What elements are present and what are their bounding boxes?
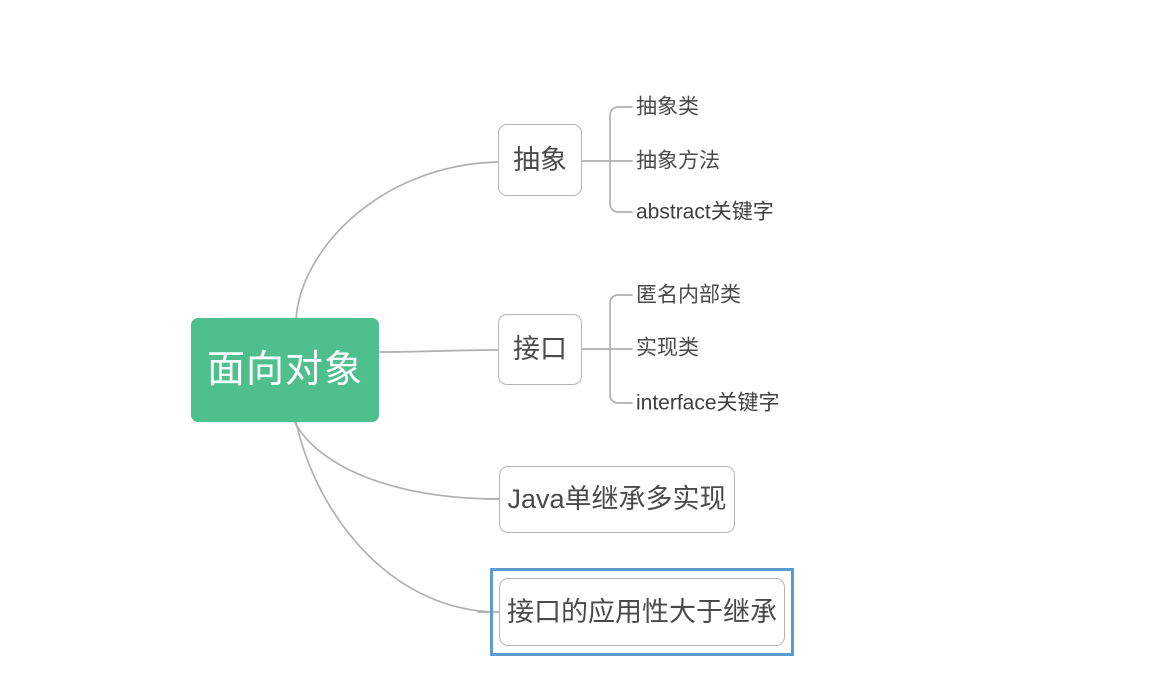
branch-node-abstract-label: 抽象 (513, 144, 567, 175)
connector-root-to-abstract (295, 161, 499, 321)
connector-root-to-selected (295, 421, 500, 613)
branch-node-abstract[interactable]: 抽象 (498, 124, 582, 196)
branch-node-java-inheritance-label: Java单继承多实现 (507, 484, 727, 514)
branch-node-interface-label: 接口 (513, 334, 567, 364)
leaf-label-implementation-class[interactable]: 实现类 (636, 336, 699, 360)
root-node[interactable]: 面向对象 (191, 318, 379, 422)
connector-root-to-java (293, 420, 500, 500)
leaf-label-abstract-method[interactable]: 抽象方法 (636, 149, 720, 173)
connector-root-to-interface (378, 349, 499, 353)
leaf-label-interface-keyword[interactable]: interface关键字 (636, 391, 780, 415)
branch-node-interface-over-inheritance[interactable]: 接口的应用性大于继承 (499, 578, 785, 646)
leaf-label-abstract-class[interactable]: 抽象类 (636, 95, 699, 119)
connector-abstract-bracket (609, 106, 633, 213)
connector-interface-bracket (609, 294, 633, 404)
leaf-label-anonymous-inner-class[interactable]: 匿名内部类 (636, 283, 741, 307)
branch-node-interface[interactable]: 接口 (498, 314, 582, 385)
leaf-label-abstract-keyword[interactable]: abstract关键字 (636, 200, 774, 224)
branch-node-interface-over-inheritance-label: 接口的应用性大于继承 (507, 596, 777, 627)
root-node-label: 面向对象 (206, 349, 363, 391)
selection-highlight-frame (490, 568, 794, 656)
branch-node-java-inheritance[interactable]: Java单继承多实现 (499, 466, 735, 533)
